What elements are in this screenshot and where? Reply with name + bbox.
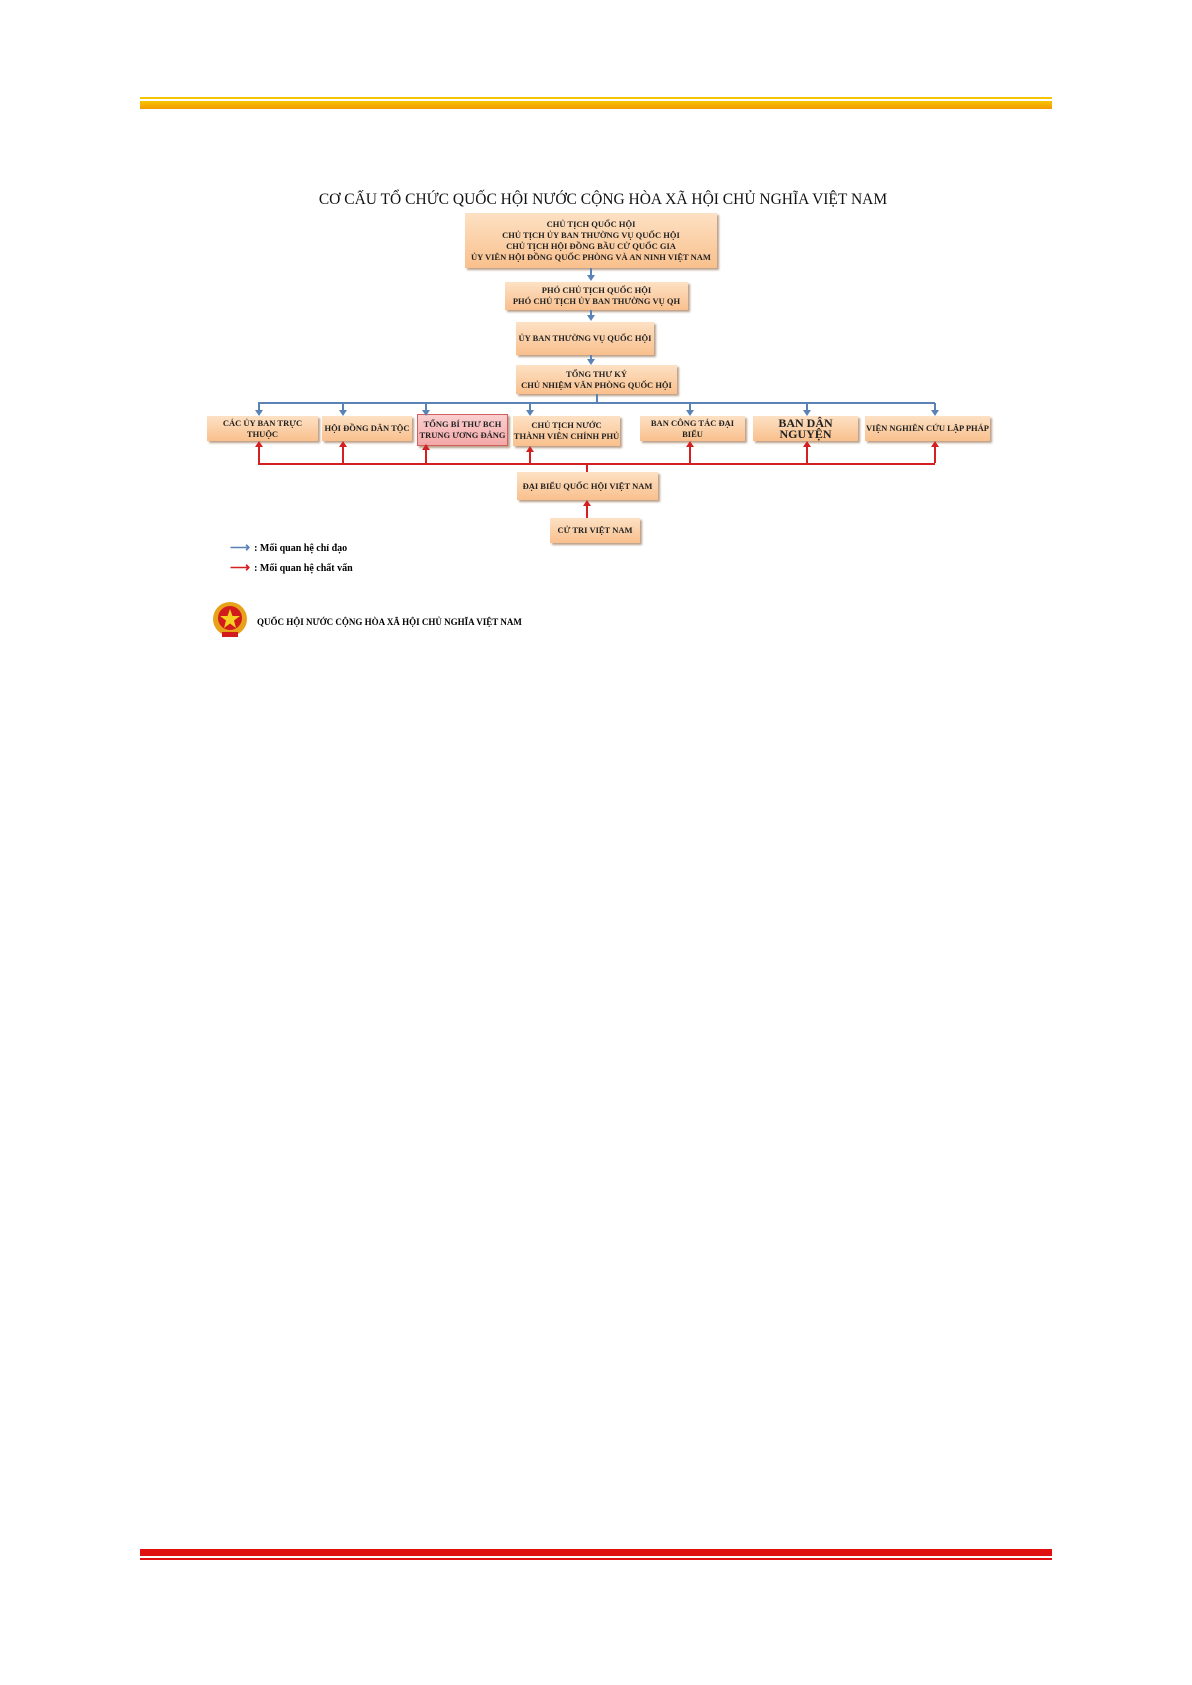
box-delegates: ĐẠI BIỂU QUỐC HỘI VIỆT NAM — [517, 472, 658, 500]
arrow-up-icon — [526, 446, 534, 452]
box-line: CHỦ TỊCH HỘI ĐỒNG BẦU CỬ QUỐC GIA — [506, 240, 676, 251]
connector — [342, 447, 344, 463]
box-line: VIỆN NGHIÊN CỨU LẬP PHÁP — [866, 423, 989, 433]
box-line: TỔNG THƯ KÝ — [566, 368, 627, 379]
box-standing-committee: ỦY BAN THƯỜNG VỤ QUỐC HỘI — [516, 322, 654, 355]
box-line: TRUNG ƯƠNG ĐẢNG — [419, 430, 506, 440]
connector — [586, 506, 588, 518]
arrow-down-icon — [339, 410, 347, 416]
arrow-down-icon — [526, 410, 534, 416]
box-line: CÁC ỦY BAN TRỰC THUỘC — [222, 417, 303, 439]
connector — [806, 447, 808, 463]
question-line — [258, 463, 935, 465]
connector — [425, 450, 427, 463]
connector — [934, 403, 936, 411]
arrow-down-icon — [686, 410, 694, 416]
box-line: TỔNG BÍ THƯ BCH — [423, 419, 502, 429]
box-line: BAN DÂN NGUYỆN — [778, 415, 833, 441]
arrow-down-icon — [587, 359, 595, 365]
connector — [590, 355, 592, 360]
box-unit: VIỆN NGHIÊN CỨU LẬP PHÁP — [865, 416, 990, 441]
arrow-up-icon — [686, 441, 694, 447]
arrow-down-icon — [587, 275, 595, 281]
national-emblem-icon — [210, 600, 250, 640]
box-line: ỦY VIÊN HỘI ĐỒNG QUỐC PHÒNG VÀ AN NINH V… — [471, 251, 711, 262]
arrow-up-icon — [339, 441, 347, 447]
connector — [689, 447, 691, 463]
arrow-up-icon — [422, 444, 430, 450]
box-unit: HỘI ĐỒNG DÂN TỘC — [322, 416, 412, 441]
footer-rule — [140, 1549, 1052, 1560]
arrow-up-icon — [583, 500, 591, 506]
box-unit: BAN DÂN NGUYỆN — [753, 416, 858, 441]
legend-directive: ⟶ : Mối quan hệ chỉ đạo — [230, 540, 347, 557]
box-line: ỦY BAN THƯỜNG VỤ QUỐC HỘI — [518, 333, 652, 343]
legend-question: ⟶ : Mối quan hệ chất vấn — [230, 560, 353, 577]
box-line: CHỦ TỊCH NƯỚC — [531, 420, 602, 430]
directive-line — [258, 402, 935, 404]
arrow-down-icon — [931, 410, 939, 416]
connector — [342, 403, 344, 411]
arrow-up-icon — [931, 441, 939, 447]
connector — [590, 310, 592, 316]
connector — [258, 403, 260, 411]
box-line: PHÓ CHỦ TỊCH ỦY BAN THƯỜNG VỤ QH — [512, 296, 681, 306]
box-line: ĐẠI BIỂU QUỐC HỘI VIỆT NAM — [522, 480, 653, 491]
box-vice-chairman: PHÓ CHỦ TỊCH QUỐC HỘI PHÓ CHỦ TỊCH ỦY BA… — [505, 282, 688, 310]
box-line: CHỦ TỊCH QUỐC HỘI — [546, 218, 636, 229]
legend-label: : Mối quan hệ chất vấn — [254, 563, 353, 574]
connector — [590, 268, 592, 276]
blue-arrow-icon: ⟶ — [230, 541, 251, 556]
box-line: THÀNH VIÊN CHÍNH PHỦ — [513, 431, 620, 441]
connector — [596, 394, 598, 403]
arrow-up-icon — [255, 441, 263, 447]
box-secretary-general: TỔNG THƯ KÝ CHỦ NHIỆM VĂN PHÒNG QUỐC HỘI — [516, 365, 677, 394]
box-line: BAN CÔNG TÁC ĐẠI BIỂU — [650, 417, 735, 439]
connector — [934, 447, 936, 463]
connector — [529, 452, 531, 463]
box-line: CHỦ TỊCH ỦY BAN THƯỜNG VỤ QUỐC HỘI — [502, 229, 680, 240]
connector — [258, 447, 260, 463]
connector — [586, 463, 588, 472]
header-rule — [140, 97, 1052, 109]
box-unit: BAN CÔNG TÁC ĐẠI BIỂU — [640, 416, 745, 441]
box-line: CHỦ NHIỆM VĂN PHÒNG QUỐC HỘI — [521, 379, 672, 390]
connector — [689, 403, 691, 411]
box-chairman: CHỦ TỊCH QUỐC HỘI CHỦ TỊCH ỦY BAN THƯỜNG… — [465, 213, 717, 268]
connector — [806, 403, 808, 411]
arrow-down-icon — [587, 315, 595, 321]
box-line: CỬ TRI VIỆT NAM — [557, 525, 633, 535]
connector — [529, 403, 531, 411]
box-line: PHÓ CHỦ TỊCH QUỐC HỘI — [541, 285, 652, 295]
box-voters: CỬ TRI VIỆT NAM — [550, 518, 640, 543]
red-arrow-icon: ⟶ — [230, 561, 251, 576]
box-unit: CÁC ỦY BAN TRỰC THUỘC — [207, 416, 318, 441]
arrow-down-icon — [255, 410, 263, 416]
arrow-up-icon — [803, 441, 811, 447]
emblem-caption: QUỐC HỘI NƯỚC CỘNG HÒA XÃ HỘI CHỦ NGHĨA … — [257, 617, 522, 627]
arrow-down-icon — [803, 410, 811, 416]
connector — [425, 403, 427, 411]
arrow-down-icon — [422, 410, 430, 416]
diagram-title: CƠ CẤU TỔ CHỨC QUỐC HỘI NƯỚC CỘNG HÒA XÃ… — [318, 191, 888, 208]
legend-label: : Mối quan hệ chỉ đạo — [254, 543, 348, 554]
box-line: HỘI ĐỒNG DÂN TỘC — [324, 423, 410, 433]
